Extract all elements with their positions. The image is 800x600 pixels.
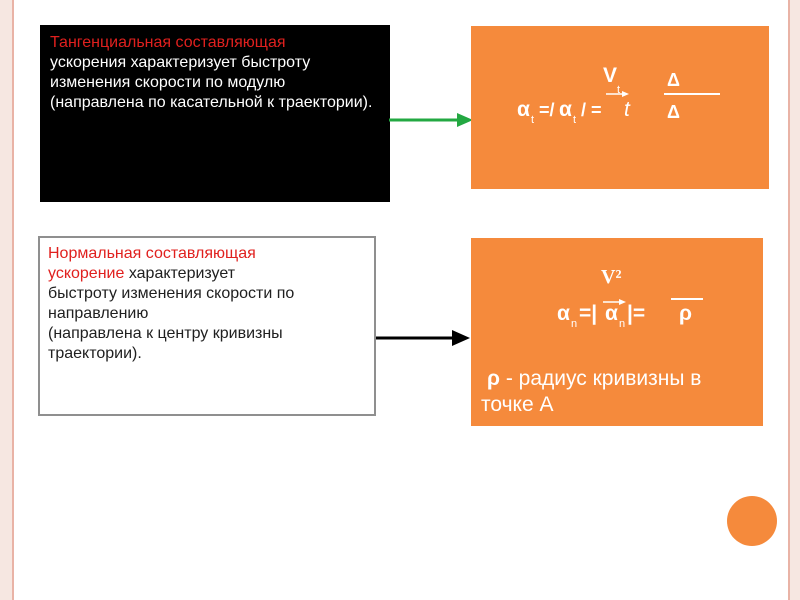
fraction-line	[664, 93, 720, 95]
formula-eq2: / =	[581, 100, 602, 120]
normal-body-paren: (направлена к центру кривизны траектории…	[48, 325, 283, 362]
black-arrow	[376, 330, 470, 346]
formula-normal-rho: ρ	[679, 302, 692, 325]
formula-normal-lhs: α	[557, 302, 570, 325]
tangential-body: ускорения характеризует быстроту изменен…	[50, 54, 373, 111]
green-arrow	[389, 113, 473, 127]
normal-body-rest: быстроту изменения скорости по направлен…	[48, 285, 295, 322]
formula-eq1: =/	[539, 100, 555, 120]
formula-lhs: α	[517, 98, 530, 121]
tangential-text-box: Тангенциальная составляющая ускорения ха…	[40, 25, 390, 202]
normal-body-first: характеризует	[124, 265, 236, 282]
vector-arrow-icon	[603, 299, 626, 305]
formula-v-sub: t	[617, 84, 621, 96]
fraction-line-normal	[671, 298, 703, 300]
formula-normal-abs-sub: n	[619, 318, 626, 330]
formula-normal-abs-a: α	[605, 302, 618, 325]
formula-lhs-sub: t	[531, 114, 535, 126]
formula-v: V	[603, 64, 618, 87]
formula-delta-top: Δ	[667, 70, 680, 90]
normal-formula-box: V² α n =| α n |= ρ ρ - радиус кривизны в…	[471, 238, 763, 426]
radius-note: ρ - радиус кривизны в точке А	[481, 366, 761, 418]
formula-delta-bottom: Δ	[667, 102, 680, 122]
radius-rho: ρ	[487, 367, 500, 390]
normal-heading-line2: ускорение	[48, 265, 125, 282]
radius-text-line1: - радиус кривизны в	[500, 367, 702, 390]
tangential-formula-box: V t Δ Δ α t =/ α t / = t	[471, 26, 769, 189]
tangential-heading: Тангенциальная составляющая	[50, 34, 286, 51]
decorative-circle	[727, 496, 777, 546]
formula-v2: V²	[601, 266, 622, 288]
formula-normal-lhs-sub: n	[571, 318, 578, 330]
formula-abs-sub: t	[573, 114, 577, 126]
formula-normal-eq1: =|	[579, 302, 598, 325]
formula-normal-eq2: |=	[627, 302, 646, 325]
formula-abs-a: α	[559, 98, 572, 121]
radius-text-line2: точке А	[481, 393, 554, 416]
formula-t: t	[624, 98, 630, 121]
vector-arrow-icon	[606, 91, 629, 97]
normal-text-box: Нормальная составляющая ускорение характ…	[38, 236, 376, 416]
normal-heading-line1: Нормальная составляющая	[48, 245, 256, 262]
slide: Тангенциальная составляющая ускорения ха…	[12, 0, 790, 600]
